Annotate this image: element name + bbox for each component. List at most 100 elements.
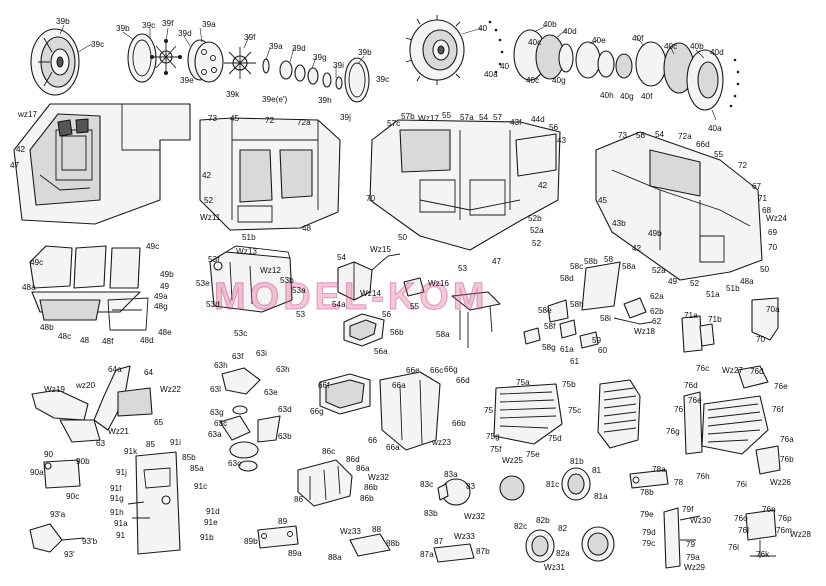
label-wz16: Wz16 [428,279,449,288]
label-91: 91 [116,531,126,540]
label-66b: wz23 [432,438,452,447]
label-76l: 76l [738,526,749,535]
label-40b: 40b [690,42,704,51]
label-39d: 39d [178,29,192,38]
label-40c: 40c [526,76,540,85]
label-51a: 51a [706,290,720,299]
label-88a: 88a [328,553,342,562]
label-88b: 88b [386,539,400,548]
label-40c: 40c [528,38,542,47]
label-76p: 76p [778,514,792,523]
part-66-housings [319,371,441,451]
label-52b: 52b [528,214,542,223]
label-76a: 76a [780,435,794,444]
part-87-bracket [433,543,475,563]
part-cab-interior-2 [199,117,341,231]
label-wz21: Wz21 [108,427,129,436]
label-79a: 79a [686,553,700,562]
label-72a: 72a [297,118,311,127]
label-58: 58 [604,255,614,264]
label-86b: 86b [360,494,374,503]
part-55-wz16 [403,277,425,297]
label-91b: 91b [200,533,214,542]
label-76l: 76l [728,543,739,552]
label-62b: 62b [650,307,664,316]
part-75-radiator [493,383,563,445]
label-66d: 66d [696,140,710,149]
label-91i: 91i [170,438,181,447]
part-cab-interior-4 [595,131,763,281]
label-39a: 39a [269,42,283,51]
label-wz13: Wz13 [236,247,257,256]
label-43: 43 [557,136,567,145]
label-wz26: Wz26 [770,478,791,487]
label-56: 56 [636,131,646,140]
label-54: 54 [337,253,347,262]
label-wz31: Wz31 [544,563,565,572]
label-81a: 81a [594,492,608,501]
label-91c: 91c [194,482,208,491]
label-78b: 78b [640,488,654,497]
label-66g: 66g [310,407,324,416]
label-66a: 66a [386,443,400,452]
label-91h: 91h [110,508,124,517]
label-wz20: wz20 [76,381,96,390]
label-48c: 48c [58,332,72,341]
label-48: 48 [302,224,312,233]
part-76-radiator [683,365,781,475]
label-39h: 39h [318,96,332,105]
label-wz18: Wz18 [634,327,655,336]
label-48g: 48g [154,302,168,311]
label-82a: 82a [556,549,570,558]
label-83: 83 [466,482,476,491]
label-40a: 40a [708,124,722,133]
label-40g: 40g [620,92,634,101]
label-76: 76 [674,405,684,414]
label-79e: 79e [640,510,654,519]
part-39-wheel [30,28,80,96]
label-87: 87 [434,537,444,546]
label-66a: 66a [392,381,406,390]
label-53f: 53f [208,255,220,264]
label-62: 62 [652,317,662,326]
label-70: 70 [366,194,376,203]
label-73: 73 [618,131,628,140]
label-49a: 49a [154,292,168,301]
label-76d: 76d [750,367,764,376]
label-66g: 66g [444,365,458,374]
label-wz28: Wz28 [790,530,811,539]
label-78: 78 [674,478,684,487]
part-58-bracket-set [451,261,621,349]
label-63i: 63i [256,349,267,358]
part-75-radiator-b [597,379,641,449]
label-82: 82 [558,524,568,533]
label-42: 42 [202,171,212,180]
part-62-clip [613,297,653,325]
label-39g: 39g [313,53,327,62]
label-wz22: Wz22 [160,385,181,394]
label-52: 52 [532,239,542,248]
part-56-box [343,313,385,347]
label-85: 85 [146,440,156,449]
leader-lines [59,24,717,121]
label-81c: 81c [546,480,560,489]
label-60: 60 [598,346,608,355]
label-91e: 91e [204,518,218,527]
label-76c: 76c [696,364,710,373]
label-91j: 91j [116,468,127,477]
label-39e-e: 39e(e') [262,95,288,104]
label-40a: 40a [484,70,498,79]
label-66d: 66b [452,419,466,428]
label-64a: 64a [108,365,122,374]
label-39b: 39b [56,17,70,26]
label-58b: 58b [584,257,598,266]
label-wz29: Wz29 [684,563,705,572]
label-75: 75 [484,406,494,415]
label-76b: 76b [780,455,794,464]
label-76d: 76d [684,381,698,390]
label-76e: 76e [774,382,788,391]
label-87b: 87b [476,547,490,556]
part-48-49-seats [29,245,149,331]
label-40f: 40f [641,92,653,101]
label-83c: 83c [420,480,434,489]
